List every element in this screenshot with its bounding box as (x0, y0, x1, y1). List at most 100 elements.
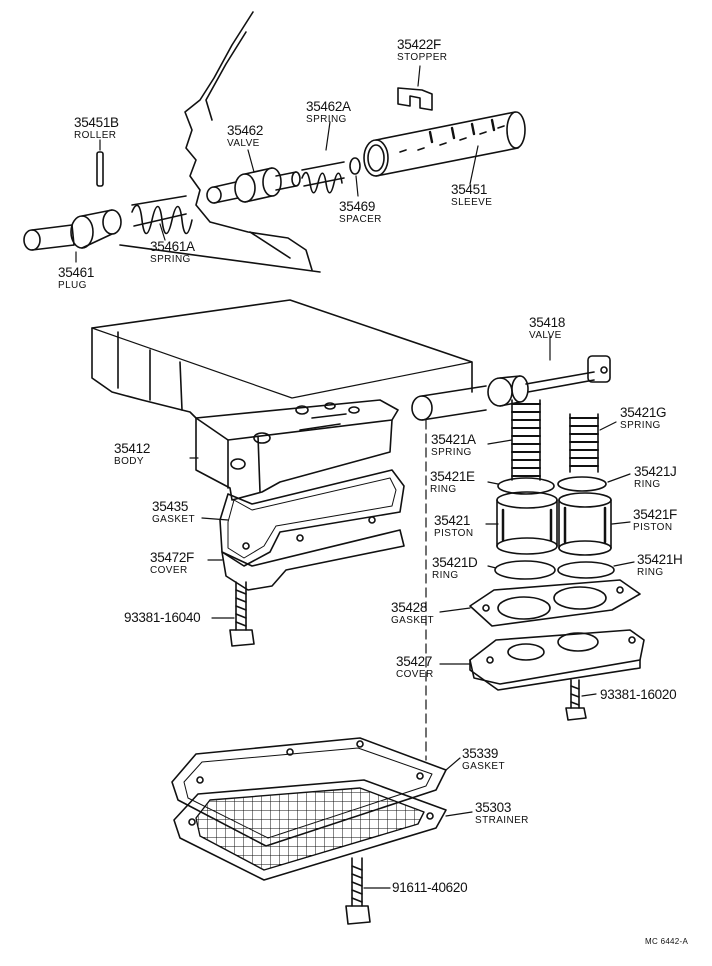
roller-part (96, 151, 104, 187)
case-outline (184, 11, 313, 271)
part-name: VALVE (529, 329, 562, 341)
part-number: 35421A (431, 432, 476, 447)
part-name: ROLLER (74, 129, 117, 141)
spring-35462A-part (301, 161, 345, 194)
part-name: BODY (114, 455, 144, 467)
part-label-91611-40620: 91611-40620 (392, 880, 468, 896)
part-number: 35421J (634, 464, 677, 479)
part-name: PLUG (58, 279, 87, 291)
part-number: 35412 (114, 441, 151, 456)
part-number: 35435 (152, 499, 189, 514)
gasket-35428-part (469, 579, 641, 627)
part-number: 35421D (432, 555, 478, 570)
part-number: 35462 (227, 123, 264, 138)
diagram-code: MC 6442-A (645, 937, 689, 946)
leader-lines (75, 65, 635, 889)
part-number: 35427 (396, 654, 433, 669)
part-name: RING (430, 483, 457, 495)
part-name: PISTON (633, 521, 673, 533)
cover-35427-part (469, 629, 645, 691)
part-name: SPRING (150, 253, 191, 265)
part-number: 35421G (620, 405, 667, 420)
part-number: 35428 (391, 600, 428, 615)
sleeve-part (363, 111, 526, 177)
part-name: RING (432, 569, 459, 581)
part-name: SPRING (431, 446, 472, 458)
part-name: COVER (150, 564, 188, 576)
part-name: RING (634, 478, 661, 490)
part-number: 35421F (633, 507, 677, 522)
part-number: 35462A (306, 99, 351, 114)
gasket-35435-part (219, 469, 405, 567)
stopper-part (397, 87, 433, 111)
spring-35421A-part (511, 399, 541, 481)
valve-35418-part (411, 355, 611, 421)
piston-35421F-part (558, 492, 612, 556)
bolt-93381-16020-part (565, 679, 587, 721)
part-name: GASKET (462, 760, 505, 772)
part-number: 35451 (451, 182, 488, 197)
part-number: 91611-40620 (392, 880, 468, 895)
case-floor (119, 231, 321, 273)
part-name: PISTON (434, 527, 474, 539)
part-name: RING (637, 566, 664, 578)
ring-35421D-part (494, 560, 556, 580)
part-number: 35418 (529, 315, 566, 330)
valve-35462-part (206, 167, 301, 204)
part-number: 35461A (150, 239, 195, 254)
ring-35421H-part (557, 561, 615, 579)
part-label-93381-16040: 93381-16040 (124, 610, 201, 626)
spring-35421G-part (569, 413, 599, 473)
part-number: 35339 (462, 746, 499, 761)
part-number: 35421E (430, 469, 475, 484)
gasket-35339-part (171, 737, 447, 847)
part-name: SPRING (620, 419, 661, 431)
part-name: SLEEVE (451, 196, 493, 208)
bolt-91611-40620-part (345, 857, 371, 925)
part-number: 35422F (397, 37, 441, 52)
piston-35421-part (496, 491, 558, 555)
ring-35421E-part (497, 477, 555, 495)
cover-35472F-part (221, 516, 405, 591)
bolt-93381-16040-part (229, 581, 255, 647)
part-name: GASKET (391, 614, 434, 626)
part-name: GASKET (152, 513, 195, 525)
spring-35461A-part (131, 195, 193, 235)
part-name: SPACER (339, 213, 382, 225)
part-number: 35472F (150, 550, 194, 565)
part-number: 35461 (58, 265, 95, 280)
part-number: 35451B (74, 115, 119, 130)
part-name: COVER (396, 668, 434, 680)
valve-body-part (91, 299, 473, 501)
part-number: 93381-16040 (124, 610, 201, 625)
part-number: 35421 (434, 513, 471, 528)
spacer-part (349, 157, 361, 175)
part-name: VALVE (227, 137, 260, 149)
part-number: 93381-16020 (600, 687, 677, 702)
ring-35421J-part (557, 476, 607, 492)
plug-part (23, 209, 122, 251)
part-name: STRAINER (475, 814, 529, 826)
